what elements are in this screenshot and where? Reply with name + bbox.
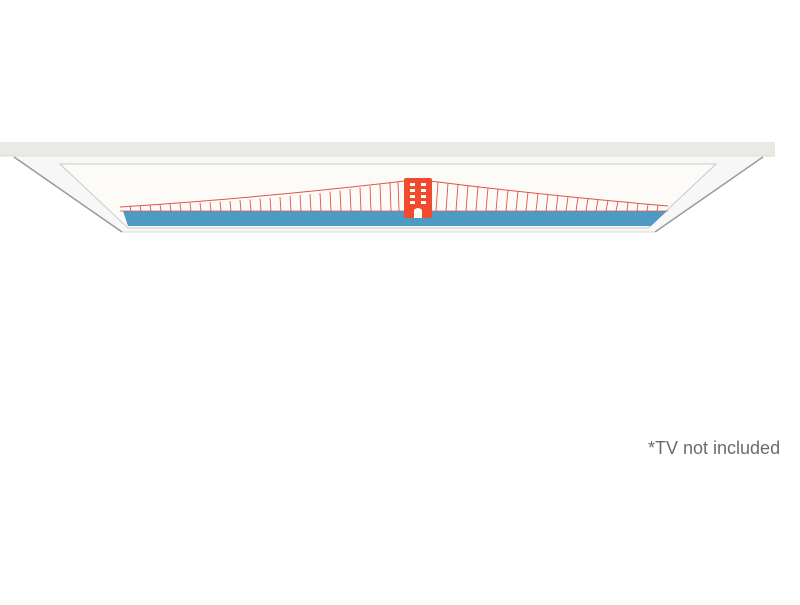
suspension-cables-icon [119,180,669,212]
frame-top-edge [0,142,775,156]
tv-not-included-note: *TV not included [648,438,781,458]
bridge-tower-icon [404,178,432,218]
water-band [123,211,667,226]
